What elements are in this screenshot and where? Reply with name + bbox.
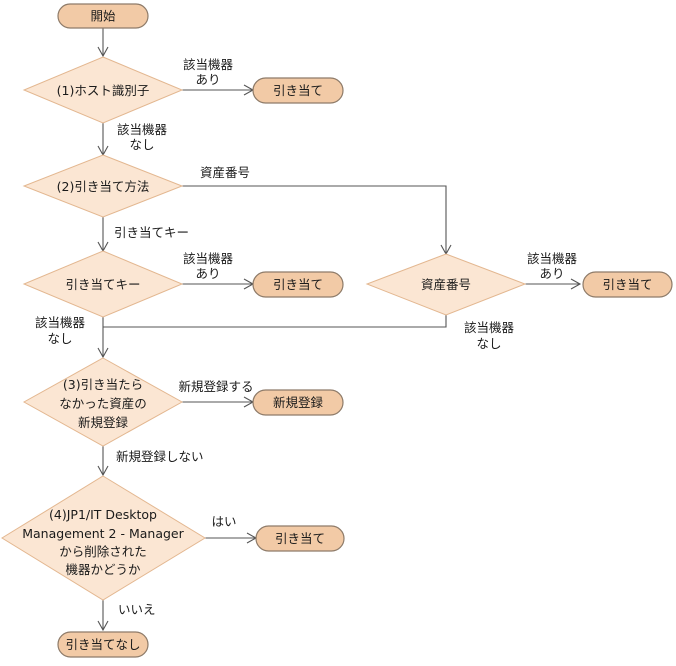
label-assetno-found-2: あり <box>539 266 564 281</box>
node-assign-1: 引き当て <box>252 77 344 104</box>
node-new-registration: 新規登録 <box>252 389 344 416</box>
label-key-notfound-1: 該当機器 <box>35 315 86 330</box>
label-jp1-no: いいえ <box>118 602 156 617</box>
edge-assetno-merge <box>103 315 447 328</box>
label-key-found-2: あり <box>195 266 220 281</box>
assign1-shape <box>252 77 344 104</box>
decision-register-unmatched: (3)引き当たら なかった資産の 新規登録 <box>22 357 184 447</box>
assign2-shape <box>252 271 344 298</box>
assign1-label: 引き当て <box>273 83 323 98</box>
register-q-line-3: 新規登録 <box>78 415 129 430</box>
label-host-found-2: あり <box>195 72 220 87</box>
label-assetno-notfound-1: 該当機器 <box>464 320 515 335</box>
key-label: 引き当てキー <box>65 277 140 292</box>
label-assetno-found-1: 該当機器 <box>527 251 578 266</box>
assign2-label: 引き当て <box>273 277 323 292</box>
new-reg-label: 新規登録 <box>273 395 324 410</box>
register-q-line-2: なかった資産の <box>59 396 147 411</box>
label-assetno-notfound-2: なし <box>476 336 501 351</box>
decision-asset-number: 資産番号 <box>365 253 527 316</box>
new-reg-shape <box>252 389 344 416</box>
label-host-notfound-2: なし <box>129 137 154 152</box>
edge-labels: 該当機器 あり 該当機器 なし 資産番号 引き当てキー 該当機器 あり 該当機器… <box>35 57 578 617</box>
key-shape <box>22 250 184 318</box>
decision-host-identifier: (1)ホスト識別子 <box>22 56 184 124</box>
label-host-notfound-1: 該当機器 <box>117 122 168 137</box>
decision-assign-key: 引き当てキー <box>22 250 184 318</box>
jp1-q-line-2: Management 2 - Manager <box>22 526 184 541</box>
label-register-yes: 新規登録する <box>178 379 253 394</box>
host-id-label: (1)ホスト識別子 <box>57 83 150 98</box>
no-assign-label: 引き当てなし <box>65 637 140 652</box>
label-jp1-yes: はい <box>211 514 236 529</box>
jp1-q-line-3: から削除された <box>59 544 147 559</box>
assign4-shape <box>255 525 345 552</box>
register-q-shape <box>22 357 184 447</box>
jp1-q-line-1: (4)JP1/IT Desktop <box>49 507 157 522</box>
jp1-q-line-4: 機器かどうか <box>65 562 141 577</box>
asset-no-label: 資産番号 <box>421 277 471 292</box>
method-shape <box>22 154 184 218</box>
decision-assign-method: (2)引き当て方法 <box>22 154 184 218</box>
edge-method-to-assetno <box>182 185 452 256</box>
decision-deleted-from-manager: (4)JP1/IT Desktop Management 2 - Manager… <box>1 475 206 601</box>
label-method-assetno: 資産番号 <box>200 165 250 180</box>
label-host-found-1: 該当機器 <box>183 57 234 72</box>
assign4-label: 引き当て <box>275 531 325 546</box>
node-start: 開始 <box>57 3 149 29</box>
assign3-label: 引き当て <box>602 277 652 292</box>
host-id-shape <box>22 56 184 124</box>
label-method-key: 引き当てキー <box>114 225 189 240</box>
node-assign-2: 引き当て <box>252 271 344 298</box>
connectors <box>97 28 582 632</box>
label-key-found-1: 該当機器 <box>183 251 234 266</box>
node-no-assign: 引き当てなし <box>57 631 149 658</box>
jp1-q-shape <box>1 475 206 601</box>
assign3-shape <box>582 271 673 298</box>
node-assign-3: 引き当て <box>582 271 673 298</box>
node-assign-4: 引き当て <box>255 525 345 552</box>
method-label: (2)引き当て方法 <box>57 179 150 194</box>
label-register-no: 新規登録しない <box>116 449 204 464</box>
start-label: 開始 <box>90 9 116 24</box>
start-shape <box>57 3 149 29</box>
label-key-notfound-2: なし <box>47 331 72 346</box>
register-q-line-1: (3)引き当たら <box>63 377 143 392</box>
no-assign-shape <box>57 631 149 658</box>
asset-no-shape <box>365 253 527 316</box>
